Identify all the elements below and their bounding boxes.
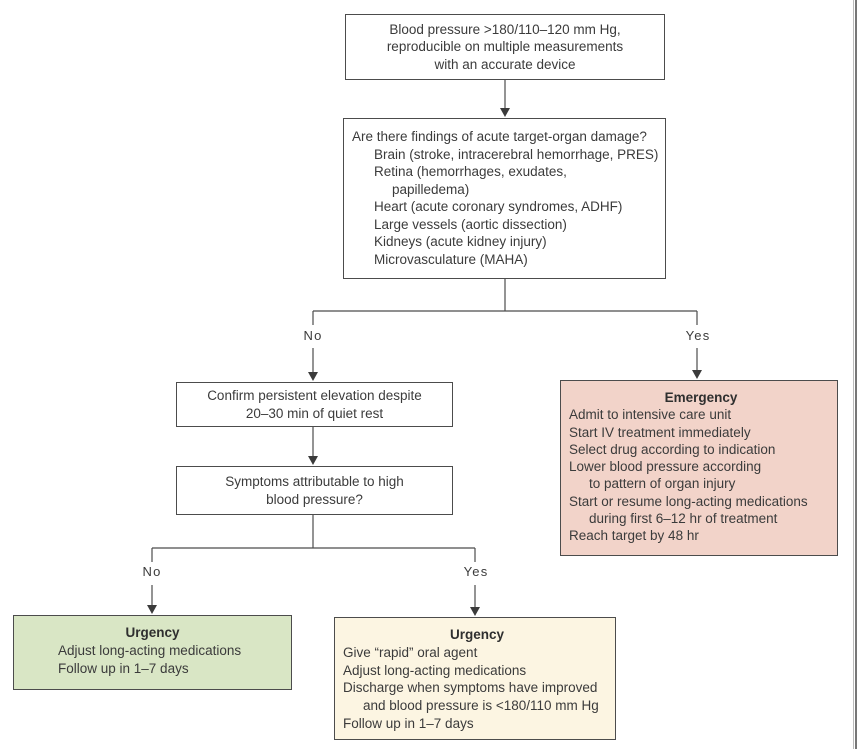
symptoms-question-box: Symptoms attributable to high blood pres… — [176, 466, 453, 515]
urgency-yes-line-wrap: and blood pressure is <180/110 mm Hg — [363, 698, 599, 714]
emergency-title: Emergency — [664, 390, 738, 405]
urgency-yes-outcome-box: Urgency Give “rapid” oral agent Adjust l… — [334, 617, 616, 740]
damage-item-retina-wrap: papilledema) — [392, 181, 470, 197]
urgency-no-title: Urgency — [125, 625, 180, 640]
urgency-yes-line: Adjust long-acting medications — [343, 662, 527, 678]
damage-item-large-vessels: Large vessels (aortic dissection) — [374, 216, 567, 232]
confirm-elevation-box: Confirm persistent elevation despite 20–… — [176, 382, 453, 427]
emergency-line-wrap: to pattern of organ injury — [589, 476, 736, 492]
urgency-no-line: Adjust long-acting medications — [58, 643, 242, 658]
branch-damage-yes-label: Yes — [685, 328, 711, 343]
urgency-no-line: Follow up in 1–7 days — [58, 661, 189, 676]
branch-symptoms-yes-label: Yes — [463, 564, 489, 579]
damage-item-kidneys: Kidneys (acute kidney injury) — [374, 234, 547, 249]
urgency-yes-line: Follow up in 1–7 days — [343, 715, 474, 731]
symptoms-line: blood pressure? — [266, 491, 363, 507]
branch-symptoms-no-label: No — [142, 564, 162, 579]
symptoms-line: Symptoms attributable to high — [225, 474, 404, 489]
urgency-no-outcome-box: Urgency Adjust long-acting medications F… — [13, 615, 292, 690]
target-organ-damage-box: Are there findings of acute target-organ… — [343, 118, 666, 279]
urgency-yes-title: Urgency — [449, 627, 505, 642]
damage-item-microvasculature: Microvasculature (MAHA) — [374, 251, 528, 267]
branch-damage-no-label: No — [303, 328, 323, 343]
urgency-yes-line: Discharge when symptoms have improved — [343, 680, 598, 696]
damage-item-retina: Retina (hemorrhages, exudates, — [374, 164, 567, 179]
urgency-yes-line: Give “rapid” oral agent — [343, 644, 478, 660]
emergency-line: Start IV treatment immediately — [569, 424, 751, 440]
damage-item-heart: Heart (acute coronary syndromes, ADHF) — [374, 199, 623, 214]
bp-line: reproducible on multiple measurements — [386, 39, 624, 55]
emergency-line: Start or resume long-acting medications — [569, 493, 808, 509]
confirm-line: Confirm persistent elevation despite — [207, 388, 422, 403]
emergency-line: Admit to intensive care unit — [569, 407, 732, 423]
emergency-outcome-box: Emergency Admit to intensive care unit S… — [560, 380, 838, 556]
damage-question: Are there findings of acute target-organ… — [352, 129, 647, 144]
page-edge-highlight — [853, 0, 854, 749]
emergency-line: Lower blood pressure according — [569, 459, 762, 475]
bp-line: with an accurate device — [434, 56, 576, 72]
confirm-line: 20–30 min of quiet rest — [245, 405, 384, 421]
damage-item-brain: Brain (stroke, intracerebral hemorrhage,… — [374, 146, 659, 162]
emergency-line: Reach target by 48 hr — [569, 528, 699, 544]
page-edge-line — [855, 0, 857, 749]
emergency-line-wrap: during first 6–12 hr of treatment — [589, 511, 778, 527]
blood-pressure-box: Blood pressure >180/110–120 mm Hg, repro… — [345, 14, 665, 80]
bp-line: Blood pressure >180/110–120 mm Hg, — [389, 21, 621, 37]
emergency-line: Select drug according to indication — [569, 441, 776, 457]
